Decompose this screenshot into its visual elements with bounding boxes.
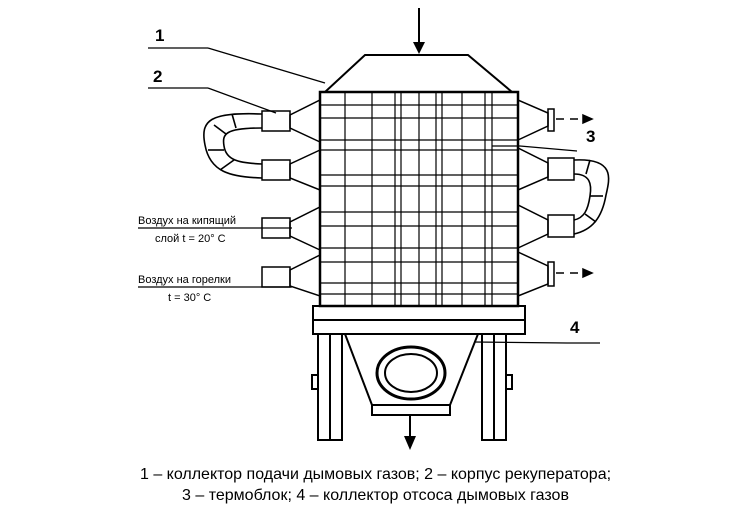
recuperator-body — [318, 90, 520, 308]
left-diffusers — [261, 98, 321, 298]
air-fluidized-label-1: Воздух на кипящий — [138, 215, 236, 227]
callout-4: 4 — [570, 318, 580, 337]
air-burners-label-1: Воздух на горелки — [138, 274, 231, 286]
outlet-collector — [343, 333, 480, 416]
callout-2: 2 — [153, 67, 162, 86]
callout-3: 3 — [586, 127, 595, 146]
inlet-collector-hood — [322, 54, 515, 93]
callout-1: 1 — [155, 26, 164, 45]
right-u-bend — [573, 159, 610, 235]
caption-line-2: 3 – термоблок; 4 – коллектор отсоса дымо… — [182, 487, 569, 504]
air-fluidized-label-2: слой t = 20° С — [155, 233, 226, 245]
outlet-arrow — [404, 415, 416, 450]
right-outlet-arrows — [556, 113, 594, 279]
callout-leaders — [138, 47, 600, 344]
support-frame — [311, 305, 526, 441]
left-u-bend — [203, 112, 263, 179]
right-diffusers — [517, 98, 575, 298]
caption-line-1: 1 – коллектор подачи дымовых газов; 2 – … — [139, 466, 612, 483]
air-burners-label-2: t = 30° С — [168, 292, 211, 304]
inlet-arrow — [413, 8, 425, 54]
